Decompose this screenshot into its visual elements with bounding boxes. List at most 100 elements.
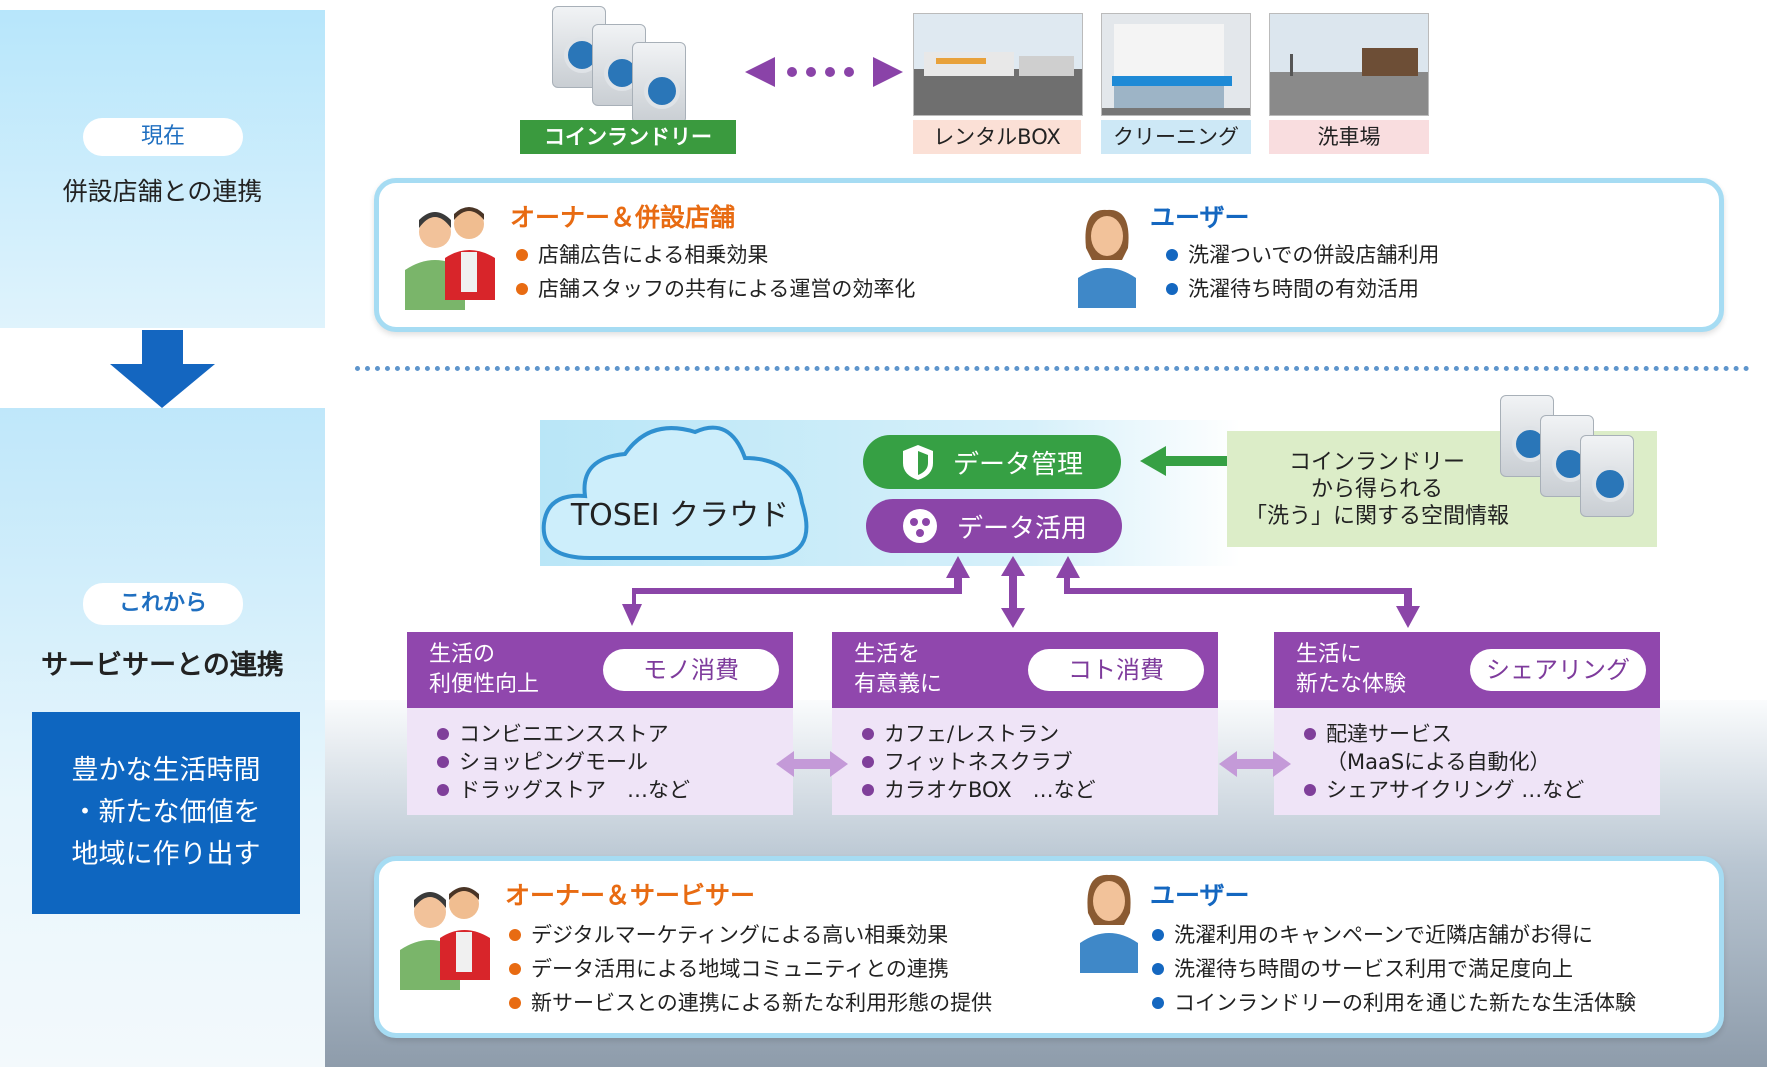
future-owner-point: データ活用による地域コミュニティとの連携: [509, 952, 949, 986]
future-user-point: コインランドリーの利用を通じた新たな生活体験: [1152, 986, 1636, 1020]
service-item: シェアサイクリング …など: [1304, 776, 1660, 804]
service-category-badge: コト消費: [1028, 649, 1204, 691]
service-item: カフェ/レストラン: [862, 720, 1218, 748]
service-subtitle: 生活に新たな体験: [1296, 640, 1406, 700]
service-card-header: 生活の利便性向上 モノ消費: [407, 632, 793, 708]
owner-servicer-icon: [400, 880, 500, 990]
cleaning-tag: クリーニング: [1101, 120, 1251, 154]
future-owner-point: 新サービスとの連携による新たな利用形態の提供: [509, 986, 992, 1020]
service-card-experience: 生活を有意義に コト消費 カフェ/レストラン フィットネスクラブ カラオケBOX…: [832, 632, 1218, 815]
bullet-text: コンビニエンスストア: [459, 722, 669, 746]
hero-message: 豊かな生活時間 ・新たな価値を 地域に作り出す: [32, 712, 300, 914]
source-line: コインランドリー: [1288, 450, 1465, 475]
cloud-service-arrows: [622, 556, 1420, 628]
current-user-title: ユーザー: [1150, 203, 1250, 232]
service-subtitle: 生活の利便性向上: [429, 640, 539, 700]
service-list: コンビニエンスストア ショッピングモール ドラッグストア …など: [407, 708, 793, 804]
bullet-text: 新サービスとの連携による新たな利用形態の提供: [531, 991, 993, 1015]
service-list: 配達サービス （MaaSによる自動化） シェアサイクリング …など: [1274, 708, 1660, 804]
future-user-title: ユーザー: [1150, 881, 1250, 910]
service-item: カラオケBOX …など: [862, 776, 1218, 804]
bullet-text: 配達サービス: [1326, 722, 1452, 746]
current-user-point: 洗濯待ち時間の有効活用: [1166, 272, 1419, 306]
car-wash-photo: [1269, 13, 1429, 116]
bullet-text: 洗濯待ち時間のサービス利用で満足度向上: [1174, 957, 1573, 981]
coin-laundry-machines-icon: [552, 6, 712, 124]
service-item: 配達サービス: [1304, 720, 1660, 748]
future-user-point: 洗濯待ち時間のサービス利用で満足度向上: [1152, 952, 1573, 986]
bullet-text: カラオケBOX …など: [884, 778, 1096, 802]
future-benefits-box: [374, 856, 1724, 1038]
coin-laundry-tag: コインランドリー: [520, 120, 736, 154]
data-management-pill: データ管理: [863, 435, 1121, 489]
bullet-text: デジタルマーケティングによる高い相乗効果: [531, 923, 949, 947]
subtitle-line: 有意義に: [854, 672, 943, 697]
data-management-label: データ管理: [952, 449, 1083, 480]
owner-staff-icon: [405, 200, 505, 310]
bullet-text: シェアサイクリング …など: [1326, 778, 1585, 802]
service-item: ドラッグストア …など: [437, 776, 793, 804]
service-item: ショッピングモール: [437, 748, 793, 776]
service-card-header: 生活に新たな体験 シェアリング: [1274, 632, 1660, 708]
current-benefits-box: [374, 178, 1724, 332]
service-category-badge: モノ消費: [603, 649, 779, 691]
double-arrow-icon: [776, 751, 848, 777]
user-icon: [1078, 208, 1136, 308]
rental-box-photo: [913, 13, 1083, 116]
service-item: コンビニエンスストア: [437, 720, 793, 748]
two-way-dotted-arrow-icon: [745, 57, 903, 87]
future-user-point: 洗濯利用のキャンペーンで近隣店舗がお得に: [1152, 918, 1593, 952]
source-line: 「洗う」に関する空間情報: [1244, 504, 1509, 529]
bullet-text: コインランドリーの利用を通じた新たな生活体験: [1174, 991, 1636, 1015]
cleaning-shop-photo: [1101, 13, 1251, 116]
green-arrow-left-icon: [1140, 446, 1228, 476]
brain-icon: [902, 509, 937, 543]
bullet-text: データ活用による地域コミュニティとの連携: [531, 957, 949, 981]
cloud-label: TOSEI クラウド: [570, 498, 790, 533]
future-label: これから: [83, 583, 243, 625]
car-wash-tag: 洗車場: [1269, 120, 1429, 154]
current-description: 併設店舗との連携: [62, 177, 263, 206]
service-list: カフェ/レストラン フィットネスクラブ カラオケBOX …など: [832, 708, 1218, 804]
service-subtitle: 生活を有意義に: [854, 640, 942, 700]
bullet-text: ドラッグストア …など: [459, 778, 690, 802]
service-category-badge: シェアリング: [1470, 649, 1646, 691]
current-owner-title: オーナー＆併設店舗: [510, 203, 736, 232]
source-info-text: コインランドリー から得られる 「洗う」に関する空間情報: [1227, 449, 1527, 530]
hero-line: ・新たな価値を: [71, 797, 261, 828]
current-user-point: 洗濯ついでの併設店舗利用: [1166, 238, 1439, 272]
source-line: から得られる: [1310, 477, 1443, 502]
service-item: フィットネスクラブ: [862, 748, 1218, 776]
service-card-goods: 生活の利便性向上 モノ消費 コンビニエンスストア ショッピングモール ドラッグス…: [407, 632, 793, 815]
future-description: サービサーとの連携: [41, 650, 284, 681]
rental-box-tag: レンタルBOX: [913, 120, 1081, 154]
user-icon: [1080, 873, 1138, 973]
bullet-text: （MaaSによる自動化）: [1326, 750, 1551, 774]
bullet-text: カフェ/レストラン: [884, 722, 1060, 746]
current-label: 現在: [83, 118, 243, 156]
future-owner-title: オーナー＆サービサー: [505, 881, 756, 910]
bullet-text: 洗濯ついでの併設店舗利用: [1188, 243, 1440, 267]
current-owner-point: 店舗スタッフの共有による運営の効率化: [516, 272, 915, 306]
bullet-text: 店舗スタッフの共有による運営の効率化: [538, 277, 916, 301]
bullet-text: ショッピングモール: [459, 750, 648, 774]
hero-line: 地域に作り出す: [71, 839, 261, 870]
data-utilization-pill: データ活用: [866, 499, 1122, 553]
subtitle-line: 生活に: [1296, 642, 1363, 667]
service-item: （MaaSによる自動化）: [1304, 748, 1660, 776]
subtitle-line: 生活の: [429, 642, 496, 667]
coin-laundry-machines-icon: [1500, 395, 1670, 540]
shield-icon: [902, 445, 933, 480]
future-owner-point: デジタルマーケティングによる高い相乗効果: [509, 918, 948, 952]
data-utilization-label: データ活用: [956, 513, 1087, 544]
bullet-text: 店舗広告による相乗効果: [538, 243, 769, 267]
service-card-header: 生活を有意義に コト消費: [832, 632, 1218, 708]
subtitle-line: 生活を: [854, 642, 921, 667]
down-arrow-icon: [110, 330, 215, 408]
subtitle-line: 新たな体験: [1296, 672, 1407, 697]
hero-line: 豊かな生活時間: [71, 755, 261, 786]
double-arrow-icon: [1219, 751, 1291, 777]
subtitle-line: 利便性向上: [429, 672, 540, 697]
current-panel: [0, 10, 325, 328]
current-owner-point: 店舗広告による相乗効果: [516, 238, 768, 272]
